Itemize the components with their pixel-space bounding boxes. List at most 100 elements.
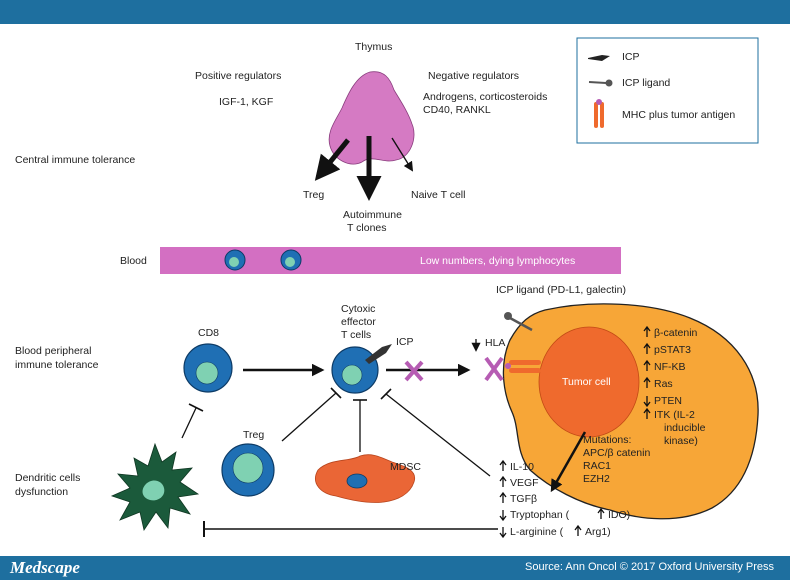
effector-icp-label: ICP <box>396 336 414 348</box>
inhibit-line-factors <box>385 393 491 477</box>
row-label-peripheral-line1: Blood peripheral <box>15 345 91 357</box>
icp-ligand-icon <box>588 79 613 87</box>
inhibition-x-mark-2 <box>484 356 504 382</box>
arrow-thymus-to-naive <box>391 137 414 172</box>
positive-regulators-title: Positive regulators <box>195 70 281 82</box>
legend-box <box>576 37 759 144</box>
row-label-dendritic-line2: dysfunction <box>15 486 68 498</box>
inhibition-x-mark-1 <box>404 360 424 382</box>
pathway-ras: Ras <box>654 378 673 390</box>
down-arrow-icon <box>499 510 507 522</box>
pathway-itk-line3: kinase) <box>664 435 698 447</box>
negative-regulators-title: Negative regulators <box>428 70 519 82</box>
up-arrow-icon <box>499 459 507 471</box>
pathway-pstat3: pSTAT3 <box>654 344 691 356</box>
footer-banner: Medscape Source: Ann Oncol © 2017 Oxford… <box>0 556 790 580</box>
down-arrow-icon <box>499 527 507 539</box>
row-label-peripheral-line2: immune tolerance <box>15 359 99 371</box>
pathway-beta-catenin: β-catenin <box>654 327 698 339</box>
output-autoimmune-line2: T clones <box>347 222 387 234</box>
cytoxic-label-line1: Cytoxic <box>341 303 375 315</box>
up-arrow-icon <box>643 342 651 354</box>
secreted-factors-list: IL-10 VEGF TGFβ Tryptophan ( IDO) L-argi… <box>510 461 630 538</box>
output-autoimmune-line1: Autoimmune <box>343 209 402 221</box>
factor-tryptophan-ido: IDO) <box>608 509 630 521</box>
top-banner <box>0 0 790 24</box>
inhibit-bar-factors <box>380 388 392 400</box>
up-arrow-icon <box>499 491 507 503</box>
positive-regulators-items: IGF-1, KGF <box>219 96 273 108</box>
cytoxic-effector-cell <box>331 346 379 394</box>
pathway-itk-line2: inducible <box>664 422 706 434</box>
blood-bar-text: Low numbers, dying lymphocytes <box>420 255 575 267</box>
tumor-icp-ligand-icon <box>504 312 533 332</box>
up-arrow-icon <box>574 524 582 536</box>
treg-cell <box>221 443 275 497</box>
inhibit-bar-treg <box>330 387 342 399</box>
cytoxic-label-line3: T cells <box>341 329 371 341</box>
up-arrow-icon <box>643 359 651 371</box>
pathway-nfkb: NF-KB <box>654 361 686 373</box>
thymus-organ <box>328 71 415 165</box>
output-treg-label: Treg <box>303 189 324 201</box>
treg-label: Treg <box>243 429 264 441</box>
up-arrow-icon <box>643 376 651 388</box>
tumor-pathways-list: β-catenin pSTAT3 NF-KB Ras PTEN ITK (IL-… <box>654 327 706 447</box>
icp-receptor-icon <box>588 55 610 61</box>
inhibit-line-dendritic <box>181 407 197 439</box>
mhc-antigen-icon <box>594 99 604 128</box>
cd8-cell <box>183 343 233 393</box>
mhc-tumor-antigen-icon <box>505 360 541 373</box>
hla-label: HLA <box>485 337 505 349</box>
blood-lymphocyte-2 <box>280 249 302 271</box>
mdsc-label: MDSC <box>390 461 421 473</box>
mutation-rac1: RAC1 <box>583 460 611 472</box>
mdsc-nucleus <box>346 473 368 489</box>
row-label-blood: Blood <box>120 255 147 267</box>
up-arrow-icon <box>643 325 651 337</box>
cytoxic-label-line2: effector <box>341 316 376 328</box>
pathway-pten: PTEN <box>654 395 682 407</box>
mutations-title: Mutations: <box>583 434 631 446</box>
up-arrow-icon <box>643 407 651 419</box>
pathway-itk: ITK (IL-2 <box>654 409 695 421</box>
blood-lymphocyte-1 <box>224 249 246 271</box>
output-naive-label: Naive T cell <box>411 189 465 201</box>
medscape-logo: Medscape <box>10 558 80 577</box>
factor-vegf: VEGF <box>510 477 539 489</box>
negative-regulators-line2: CD40, RANKL <box>423 104 491 116</box>
row-label-dendritic-line1: Dendritic cells <box>15 472 80 484</box>
tumor-cell <box>538 326 640 438</box>
factor-arginine-arg1: Arg1) <box>585 526 611 538</box>
up-arrow-icon <box>597 507 605 519</box>
factor-tryptophan: Tryptophan ( <box>510 509 570 521</box>
pathway-direction-arrows <box>643 325 651 419</box>
down-arrow-icon <box>643 396 651 408</box>
up-arrow-icon <box>499 475 507 487</box>
legend-icp-ligand-label: ICP ligand <box>622 77 670 89</box>
source-citation: Source: Ann Oncol © 2017 Oxford Universi… <box>525 561 774 573</box>
thymus-title: Thymus <box>355 41 392 53</box>
factor-il10: IL-10 <box>510 461 534 473</box>
inhibit-line-treg <box>281 392 337 442</box>
legend-mhc-label: MHC plus tumor antigen <box>622 109 735 121</box>
icp-ligand-title: ICP ligand (PD-L1, galectin) <box>496 284 626 296</box>
row-label-central: Central immune tolerance <box>15 154 135 166</box>
tumor-cell-label: Tumor cell <box>562 376 611 388</box>
inhibit-bar-dendritic <box>188 403 204 412</box>
cd8-label: CD8 <box>198 327 219 339</box>
dendritic-nucleus <box>142 480 165 501</box>
effector-icp-receptor-icon <box>365 344 392 364</box>
arrow-tumor-to-secreted <box>550 431 587 493</box>
mutation-apc: APC/β catenin <box>583 447 650 459</box>
secreted-direction-arrows <box>499 459 605 539</box>
mutation-ezh2: EZH2 <box>583 473 610 485</box>
legend: ICP ICP ligand MHC plus tumor antigen <box>576 37 759 144</box>
legend-icp-label: ICP <box>622 51 640 63</box>
arrow-thymus-to-treg <box>314 138 350 181</box>
mutations-list: Mutations: APC/β catenin RAC1 EZH2 <box>583 434 650 485</box>
factor-arginine: L-arginine ( <box>510 526 564 538</box>
factor-tgfb: TGFβ <box>510 493 537 505</box>
negative-regulators-line1: Androgens, corticosteroids <box>423 91 547 103</box>
